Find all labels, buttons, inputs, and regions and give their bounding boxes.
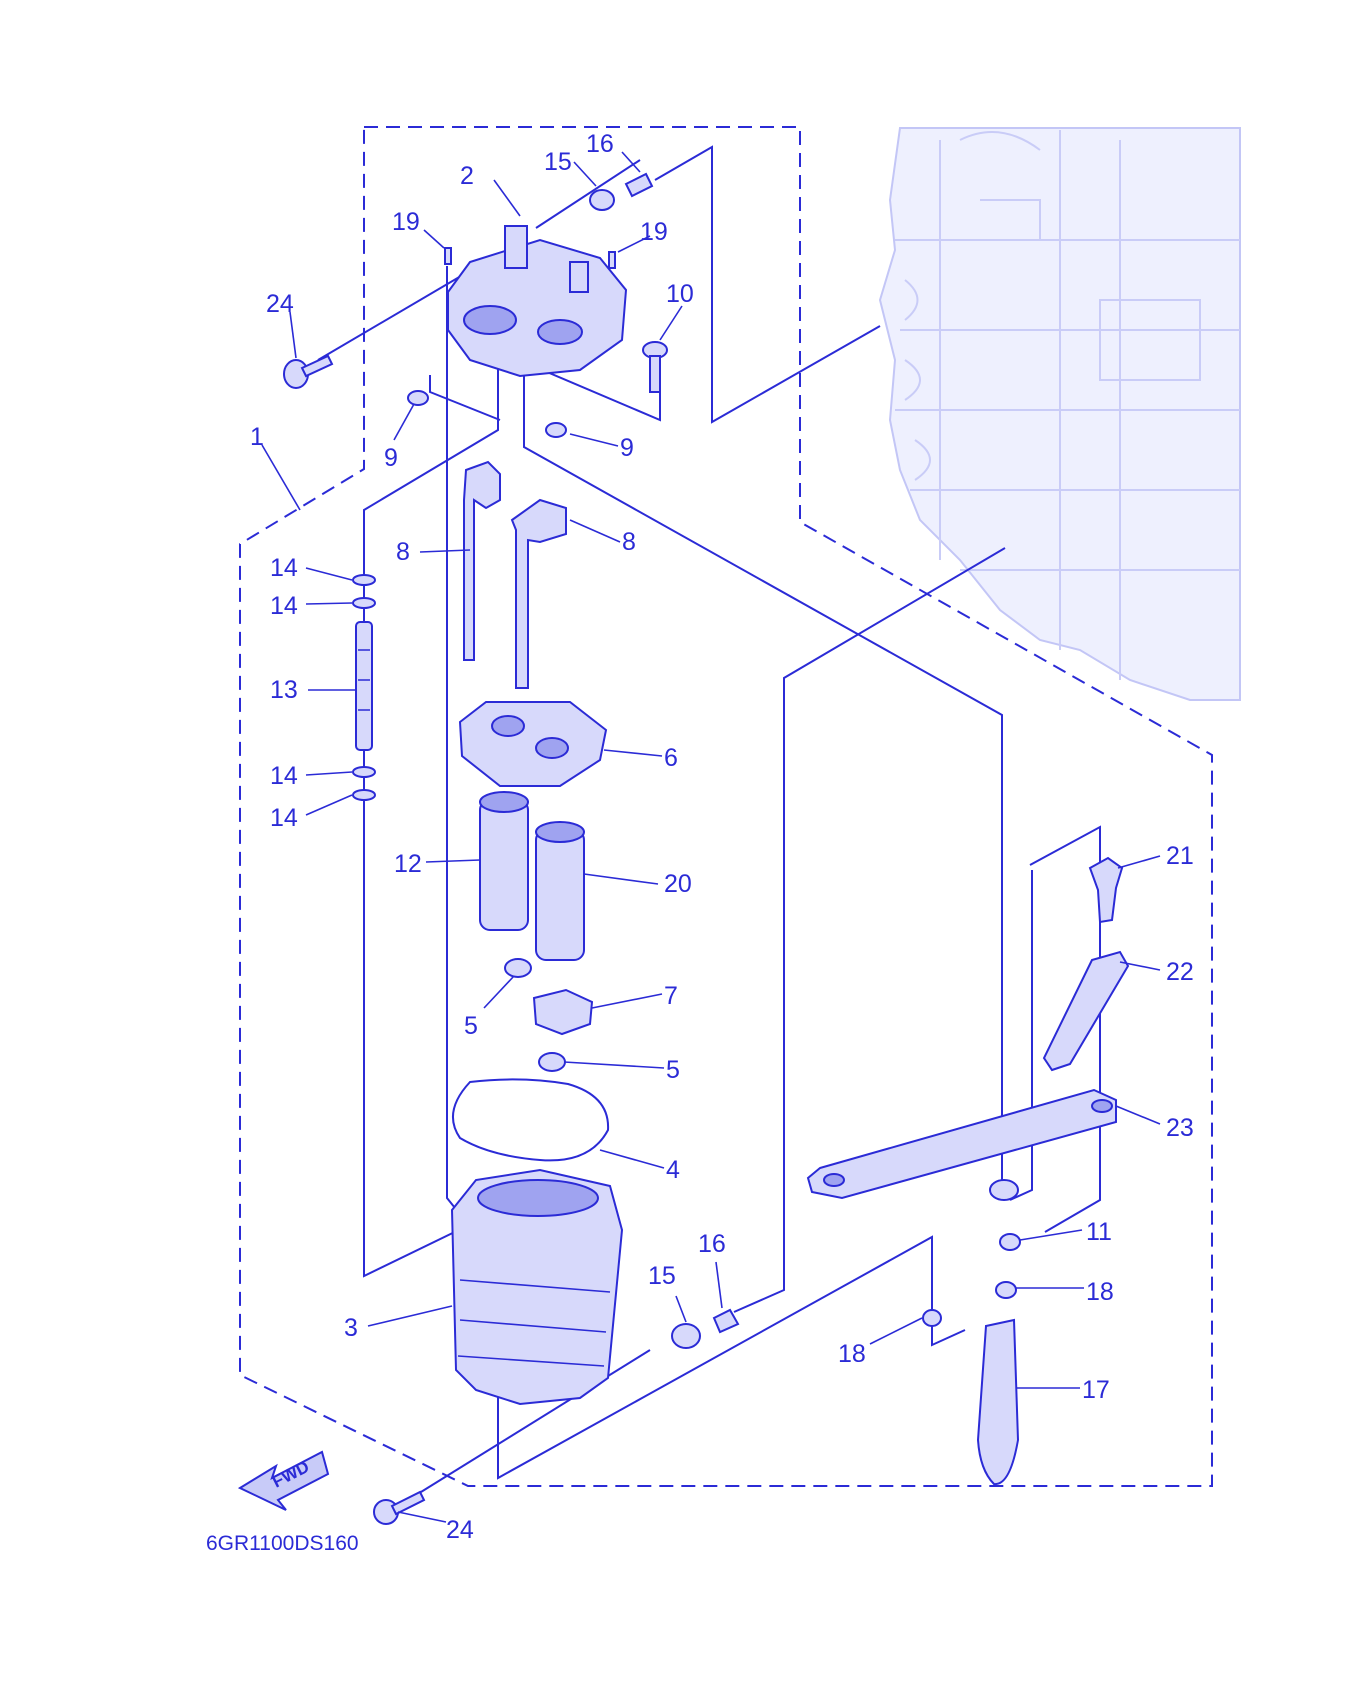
callout-5-upper: 5 [464, 1012, 478, 1040]
part-3-filter-housing [450, 1168, 624, 1406]
callout-9-left: 9 [384, 444, 398, 472]
part-14-oring-2 [352, 597, 376, 609]
part-5-spacer-upper [504, 958, 532, 978]
callout-17: 17 [1082, 1376, 1110, 1404]
part-15-grommet-bottom [671, 1323, 701, 1349]
leader-lines [261, 151, 1161, 1523]
callout-19-right: 19 [640, 218, 668, 246]
part-13-pipe [355, 621, 373, 751]
callout-11: 11 [1086, 1218, 1112, 1246]
callout-5-lower: 5 [666, 1056, 680, 1084]
callout-14-2: 14 [270, 592, 298, 620]
callout-8-right: 8 [622, 528, 636, 556]
callout-15-bottom: 15 [648, 1262, 676, 1290]
callout-18-right: 18 [1086, 1278, 1114, 1306]
callout-23: 23 [1166, 1114, 1194, 1142]
callout-7: 7 [664, 982, 678, 1010]
callout-16-top: 16 [586, 130, 614, 158]
fwd-arrow-icon: FWD [237, 1450, 330, 1511]
callout-14-3: 14 [270, 762, 298, 790]
callout-21: 21 [1166, 842, 1194, 870]
callout-18-left: 18 [838, 1340, 866, 1368]
callout-10: 10 [666, 280, 694, 308]
part-9-nut-left [407, 390, 429, 406]
part-14-oring-4 [352, 789, 376, 801]
part-4-gasket [452, 1078, 610, 1162]
part-24-bolt-top [283, 354, 334, 389]
part-grommet-strap [989, 1179, 1019, 1201]
callout-2: 2 [460, 162, 474, 190]
callout-4: 4 [666, 1156, 680, 1184]
part-12-fuel-pump [479, 791, 529, 931]
part-24-bolt-bottom [373, 1490, 426, 1525]
part-5-spacer-lower [538, 1052, 566, 1072]
part-16-bolt-top [624, 172, 654, 198]
part-21-sensor [1088, 856, 1124, 924]
callout-15-top: 15 [544, 148, 572, 176]
part-6-pump-bracket [458, 701, 608, 787]
callout-1: 1 [250, 423, 264, 451]
callout-6: 6 [664, 744, 678, 772]
callout-16-bottom: 16 [698, 1230, 726, 1258]
part-14-oring-3 [352, 766, 376, 778]
callout-19-left: 19 [392, 208, 420, 236]
callout-22: 22 [1166, 958, 1194, 986]
part-7-holder [532, 988, 594, 1036]
callout-labels: 1 2 3 4 5 5 6 7 8 8 9 9 10 11 12 13 14 1… [250, 130, 1194, 1544]
callout-13: 13 [270, 676, 298, 704]
part-9-nut-right [545, 422, 567, 438]
part-14-oring-1 [352, 574, 376, 586]
callout-24-top: 24 [266, 290, 294, 318]
part-10-bolt [642, 341, 668, 393]
assembly-boundary [239, 126, 1213, 1487]
part-19-screw-right [608, 251, 616, 269]
part-19-screw-left [444, 247, 452, 265]
part-8-hose-right [510, 498, 567, 689]
callout-14-1: 14 [270, 554, 298, 582]
engine-block-illustration [878, 127, 1241, 701]
part-2-filter-head [447, 225, 628, 378]
part-8-hose-left [463, 460, 501, 661]
part-23-strap [806, 1088, 1117, 1200]
callout-8-left: 8 [396, 538, 410, 566]
callout-12: 12 [394, 850, 422, 878]
callout-20: 20 [664, 870, 692, 898]
part-22-bracket [1042, 950, 1130, 1072]
callout-9-right: 9 [620, 434, 634, 462]
drawing-code: 6GR1100DS160 [206, 1532, 359, 1555]
callout-3: 3 [344, 1314, 358, 1342]
routing-lines [317, 145, 1101, 1506]
part-11-nut [999, 1233, 1021, 1251]
callout-24-bottom: 24 [446, 1516, 474, 1544]
part-17-hose [976, 1318, 1020, 1486]
part-18-clamp-right [995, 1281, 1017, 1299]
part-18-clamp-left [922, 1309, 942, 1327]
part-15-grommet-top [589, 189, 615, 211]
part-20-fuel-pump [535, 821, 585, 961]
part-16-bolt-bottom [712, 1308, 740, 1334]
callout-14-4: 14 [270, 804, 298, 832]
